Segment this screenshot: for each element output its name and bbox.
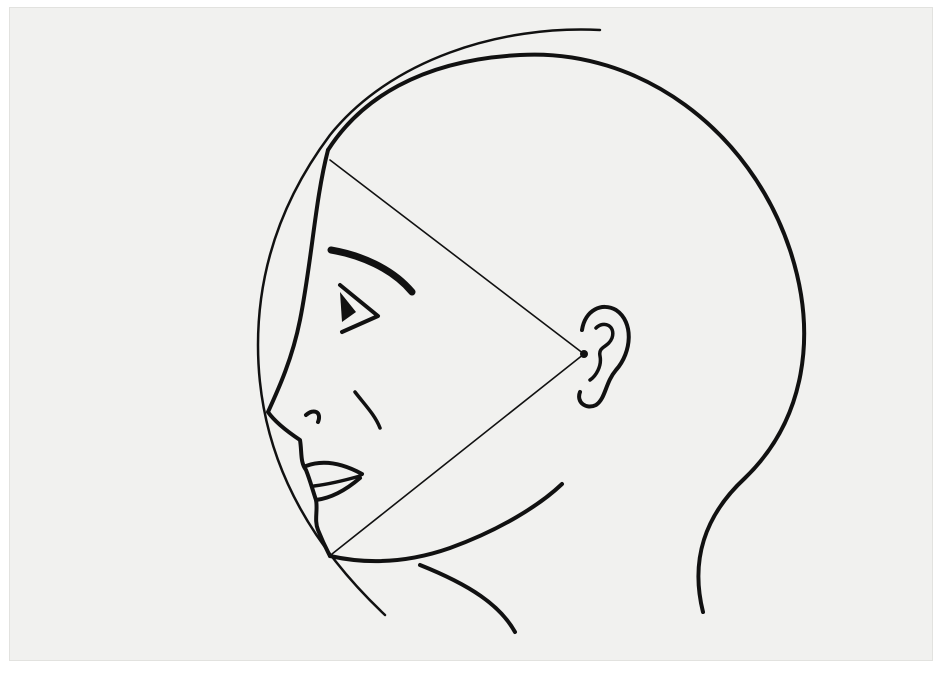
upper-lip	[306, 463, 362, 474]
face-profile	[268, 150, 330, 556]
cheek-line	[355, 392, 380, 428]
head-outline	[328, 55, 804, 612]
nostril	[306, 411, 319, 422]
line-chin-to-ear	[332, 354, 584, 554]
ear-point	[580, 350, 588, 358]
neck-front	[420, 565, 515, 632]
ear-inner	[590, 324, 613, 380]
reference-circle-arc	[258, 30, 600, 615]
jaw-line	[330, 484, 562, 561]
